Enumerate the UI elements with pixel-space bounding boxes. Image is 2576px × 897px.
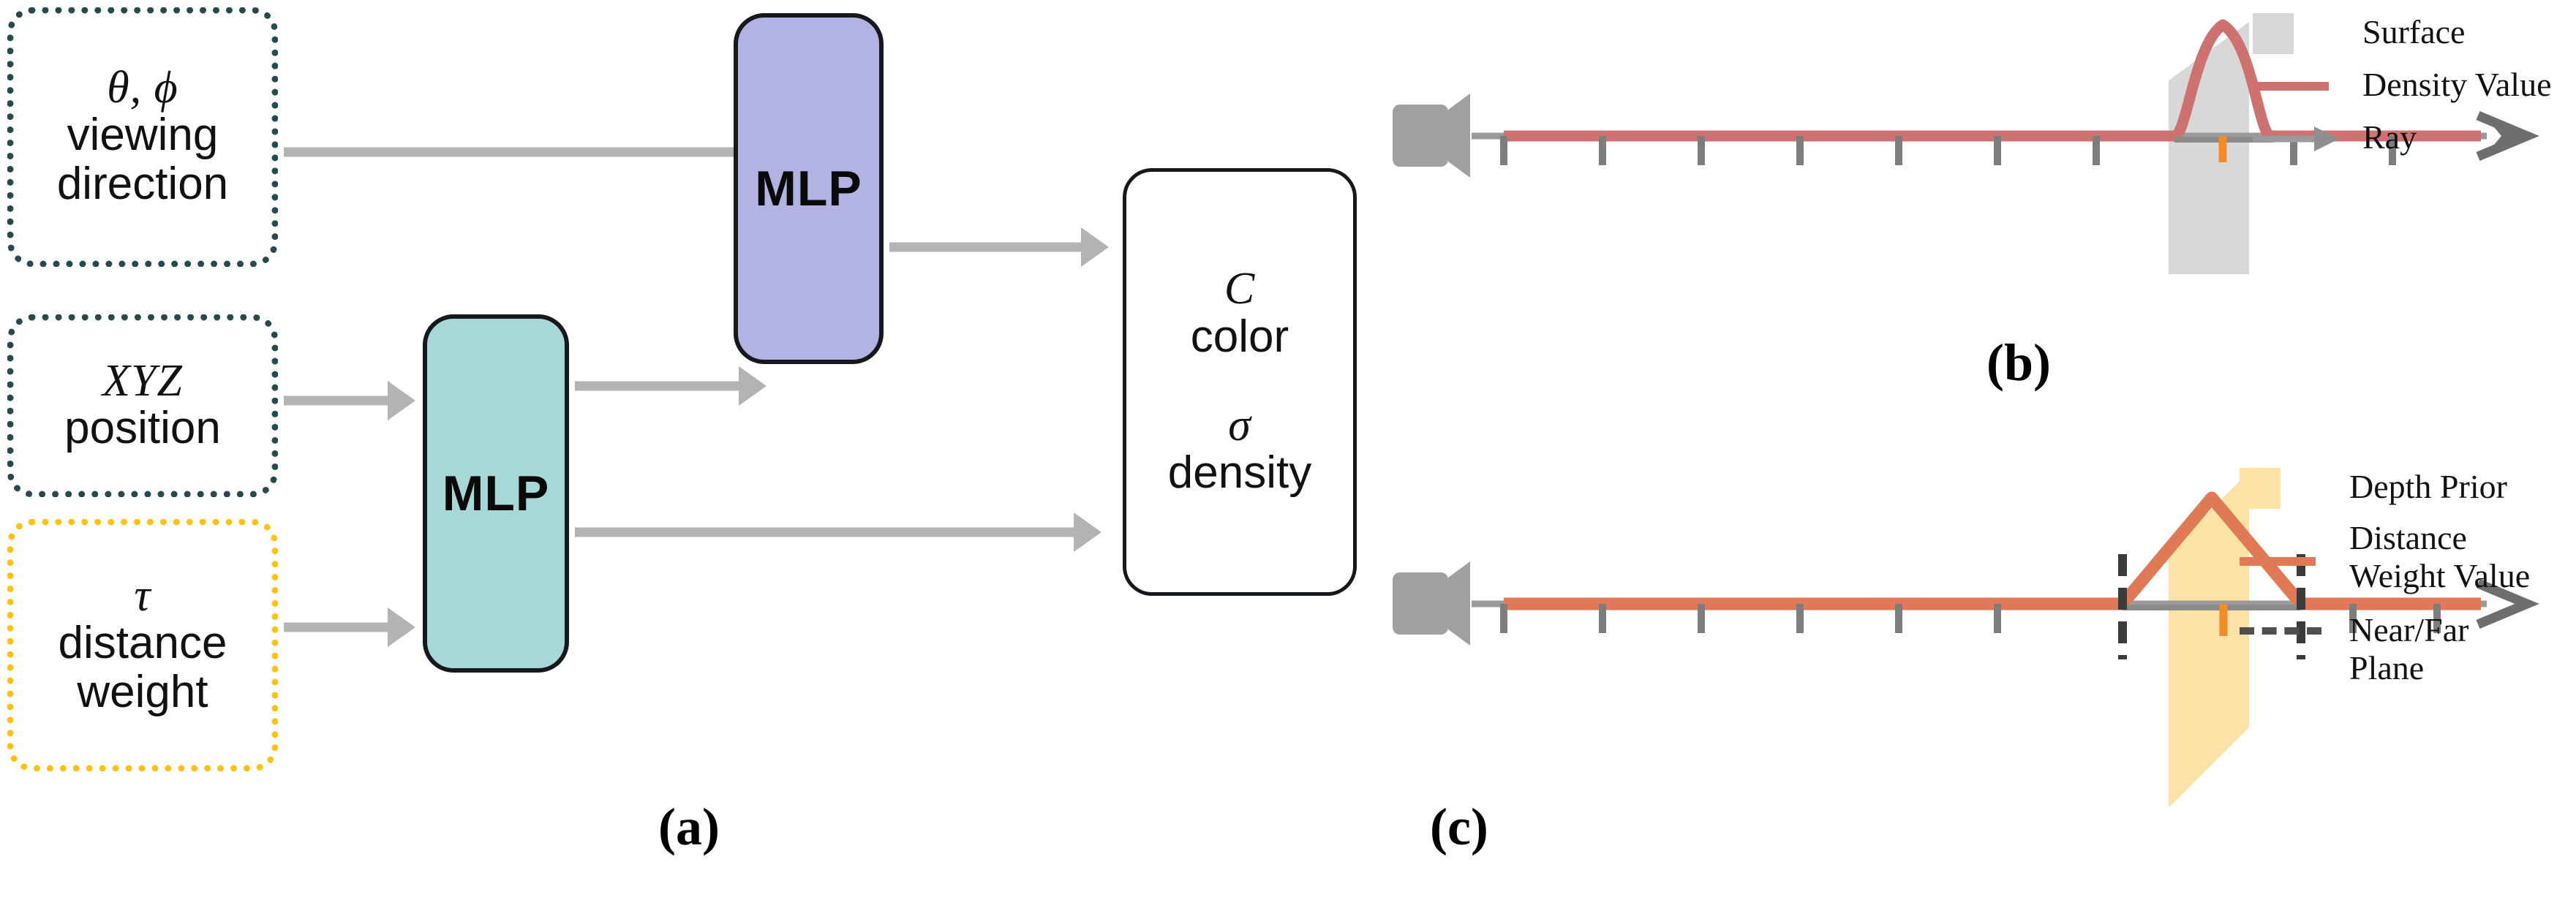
- arrow-head: [1081, 227, 1109, 267]
- panel-b-svg: [1393, 19, 2539, 274]
- near-far-plane-dash-icon: [2240, 627, 2321, 635]
- panel-label-c: (c): [1430, 798, 1488, 856]
- distance-weight-curve-c: [1504, 491, 2481, 610]
- legend-row-near-far-plane: Near/Far Plane: [2240, 611, 2576, 693]
- legend-key-distance-weight-line: [2240, 519, 2349, 601]
- density-curve-b: [1504, 19, 2481, 142]
- ray-arrow-icon: [2253, 126, 2339, 151]
- output-color-symbol: C: [1224, 264, 1256, 314]
- arrow-head: [1074, 512, 1101, 552]
- legend-row-density-value: Density Value: [2253, 66, 2575, 107]
- arrow-distweight-to-mlp: [284, 607, 415, 648]
- output-color-group: C color: [1191, 266, 1289, 361]
- arrow-xyz-to-mlp: [284, 380, 415, 421]
- output-density-symbol: σ: [1228, 400, 1251, 450]
- legend-key-near-far-dash: [2240, 611, 2349, 693]
- ray-arrow-shaft: [2253, 135, 2316, 143]
- arrow-shaft: [889, 242, 1081, 252]
- panel-c-svg: [1393, 472, 2539, 808]
- output-density-label: density: [1167, 447, 1312, 498]
- legend-row-ray: Ray: [2253, 118, 2575, 159]
- xyz-position-line1: position: [64, 403, 221, 454]
- surface-swatch-icon: [2253, 13, 2294, 54]
- xyz-position-symbol: XYZ: [102, 355, 183, 406]
- arrow-head: [388, 608, 415, 647]
- legend-key-depth-prior-swatch: [2240, 468, 2349, 509]
- legend-label-near-far-plane: Near/Far Plane: [2349, 611, 2469, 686]
- arrow-mlp-geometry-to-density: [575, 512, 1101, 553]
- panel-b-legend: Surface Density Value Ray: [2253, 13, 2575, 170]
- panel-c-legend: Depth Prior Distance Weight Value Near/F…: [2240, 468, 2576, 703]
- depth-prior-plane-c: [2169, 472, 2249, 808]
- arrow-shaft: [284, 147, 739, 157]
- legend-label-depth-prior: Depth Prior: [2349, 468, 2507, 505]
- viewing-direction-line1: viewing: [67, 110, 219, 161]
- legend-label-distance-weight-value: Distance Weight Value: [2349, 519, 2531, 594]
- legend-row-surface: Surface: [2253, 13, 2575, 54]
- ray-ticks-c: [1500, 604, 2441, 633]
- arrow-mlp-geometry-to-mlp-appearance: [575, 366, 767, 406]
- viewing-direction-line2: direction: [56, 159, 229, 210]
- legend-label-density-value: Density Value: [2362, 66, 2552, 103]
- distance-weight-line1: distance: [58, 618, 227, 669]
- legend-row-depth-prior: Depth Prior: [2240, 468, 2576, 509]
- panel-c-ray-diagram: [1375, 468, 2575, 811]
- mlp-block-appearance: MLP: [734, 13, 884, 364]
- panel-label-a: (a): [658, 798, 720, 856]
- legend-label-ray: Ray: [2362, 118, 2417, 156]
- input-box-xyz-position: XYZ position: [7, 314, 278, 497]
- density-line-icon: [2253, 82, 2329, 91]
- legend-key-density-line: [2253, 66, 2362, 107]
- mlp-block-geometry: MLP: [423, 314, 569, 673]
- depth-prior-swatch-icon: [2240, 468, 2281, 509]
- distance-weight-line2: weight: [77, 667, 208, 718]
- legend-row-distance-weight-value: Distance Weight Value: [2240, 519, 2576, 601]
- surface-plane-b: [2169, 22, 2249, 274]
- camera-icon: [1393, 94, 1470, 178]
- arrow-head: [388, 381, 415, 420]
- input-box-distance-weight: τ distance weight: [7, 519, 278, 771]
- arrow-head: [739, 366, 767, 406]
- legend-label-surface: Surface: [2362, 13, 2466, 50]
- arrow-shaft: [284, 622, 388, 632]
- distance-weight-line-icon: [2240, 557, 2316, 566]
- distance-weight-symbol: τ: [134, 570, 151, 621]
- panel-b-ray-diagram: [1375, 0, 2575, 344]
- output-box: C color σ density: [1123, 168, 1357, 596]
- output-density-group: σ density: [1167, 400, 1312, 498]
- legend-key-surface-swatch: [2253, 13, 2362, 54]
- mlp-geometry-label: MLP: [442, 466, 550, 521]
- arrow-shaft: [284, 395, 388, 406]
- arrow-mlp-appearance-to-color: [889, 227, 1109, 268]
- arrow-viewdir-to-mlp: [284, 132, 767, 173]
- viewing-direction-symbol: θ, ϕ: [107, 62, 178, 113]
- arrow-shaft: [575, 381, 739, 391]
- output-color-label: color: [1190, 311, 1289, 362]
- mlp-appearance-label: MLP: [755, 161, 862, 216]
- arrow-shaft: [575, 527, 1074, 537]
- ray-arrow-head: [2314, 126, 2339, 151]
- camera-icon: [1393, 561, 1470, 646]
- input-box-viewing-direction: θ, ϕ viewing direction: [7, 7, 278, 267]
- ray-arrow-chevron-c: [2476, 579, 2539, 629]
- ray-arrow-chevron-b: [2476, 111, 2539, 161]
- panel-label-b: (b): [1986, 333, 2051, 392]
- legend-key-ray-arrow: [2253, 118, 2362, 159]
